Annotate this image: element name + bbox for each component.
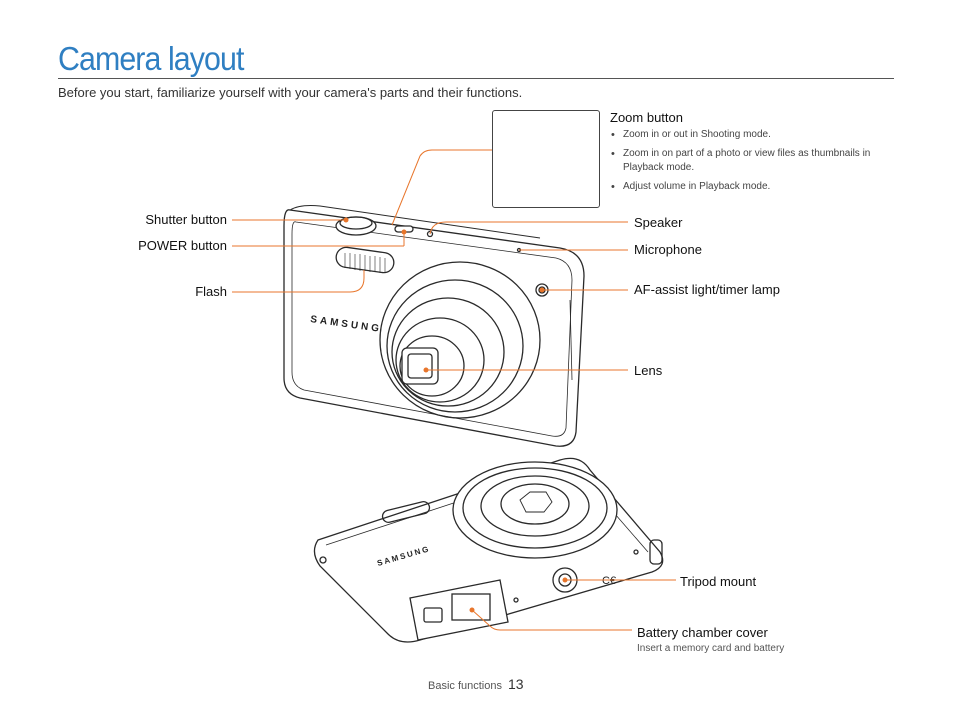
zoom-detail-box — [492, 110, 600, 208]
battery-cover-label: Battery chamber cover — [637, 625, 768, 640]
footer-section: Basic functions — [428, 680, 502, 692]
zoom-bullets: Zoom in or out in Shooting mode. Zoom in… — [610, 128, 900, 199]
zoom-bullet: Zoom in or out in Shooting mode. — [610, 128, 900, 142]
battery-cover-note: Insert a memory card and battery — [637, 643, 785, 654]
zoom-bullet: Zoom in on part of a photo or view files… — [610, 147, 900, 175]
title-divider — [58, 78, 894, 79]
page-title: Camera layout — [58, 40, 244, 77]
speaker-label: Speaker — [634, 215, 683, 230]
zoom-bullet: Adjust volume in Playback mode. — [610, 180, 900, 194]
page-number: 13 — [507, 676, 524, 692]
microphone-label: Microphone — [634, 242, 702, 257]
leader-lines — [232, 149, 676, 631]
af-lamp-label: AF-assist light/timer lamp — [634, 282, 780, 297]
lens-label: Lens — [634, 363, 663, 378]
front-camera-body — [283, 205, 585, 447]
tripod-mount-label: Tripod mount — [680, 574, 757, 589]
zoom-button-label: Zoom button — [610, 110, 683, 125]
flash-label: Flash — [195, 284, 227, 299]
bottom-camera-body — [313, 457, 664, 643]
power-button-label: POWER button — [138, 238, 227, 253]
ce-mark: C€ — [602, 575, 616, 587]
page-footer: Basic functions 13 — [428, 676, 524, 692]
intro-text: Before you start, familiarize yourself w… — [58, 85, 523, 100]
shutter-button-label: Shutter button — [145, 212, 227, 227]
